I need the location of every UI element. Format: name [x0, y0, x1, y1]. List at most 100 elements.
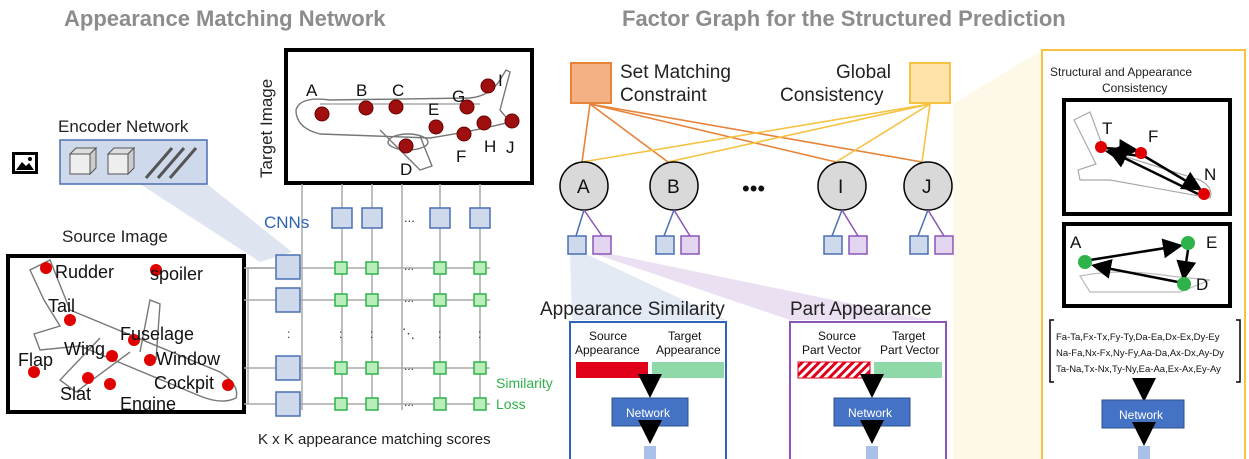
as-network-label: Network: [626, 406, 671, 420]
part-label-flap: Flap: [18, 350, 53, 370]
source-keypoints: [28, 262, 234, 391]
structural-label-e: E: [1206, 233, 1217, 252]
structural-matrix: Fa-Ta,Fx-Tx,Fy-Ty,Da-Ea,Dx-Ex,Dy-Ey Na-F…: [1049, 319, 1241, 383]
structural-title-1: Structural and Appearance: [1050, 65, 1192, 79]
fc-layer-icon: [144, 147, 198, 179]
conv-cube-1-icon: [68, 146, 98, 176]
part-label-window: Window: [156, 349, 221, 369]
keypoint-label-f: F: [456, 147, 466, 166]
part-label-spoiler: spoiler: [150, 264, 203, 284]
node-b-label: B: [667, 177, 680, 198]
target-image-label: Target Image: [257, 79, 276, 178]
keypoint-label-h: H: [484, 137, 496, 156]
part-appearance-title: Part Appearance: [790, 299, 932, 320]
encoder-projection: [140, 184, 292, 262]
similarity-loss-label-1: Similarity: [496, 375, 553, 391]
pa-output: [866, 446, 878, 459]
pa-network-label: Network: [848, 406, 893, 420]
matrix-row-3: Ta-Na,Tx-Nx,Ty-Ny,Ea-Aa,Ex-Ax,Ey-Ay: [1056, 364, 1221, 375]
appearance-similarity-title: Appearance Similarity: [540, 299, 725, 320]
set-matching-label-2: Constraint: [620, 85, 707, 106]
as-output: [644, 446, 656, 459]
encoder-label: Encoder Network: [58, 117, 189, 136]
structural-top-points: [1095, 141, 1210, 200]
source-airplane-sketch: [29, 259, 238, 402]
grid-vdots-5: :: [478, 327, 481, 341]
grid-vdots-2: :: [339, 327, 342, 341]
cnns-label: CNNs: [264, 213, 309, 232]
source-part-labels: Rudder spoiler Tail Fuselage Wing Window…: [18, 262, 221, 414]
part-projection: [595, 254, 930, 320]
matrix-row-2: Na-Fa,Nx-Fx,Ny-Fy,Aa-Da,Ax-Dx,Ay-Dy: [1056, 348, 1224, 359]
score-cells: [334, 261, 487, 411]
node-i-label: I: [838, 177, 843, 198]
grid-hdots-1: ...: [404, 259, 414, 273]
part-label-engine: Engine: [120, 394, 176, 414]
cnn-row-ellipsis: ...: [404, 210, 415, 225]
structural-label-t: T: [1102, 119, 1112, 138]
part-label-cockpit: Cockpit: [154, 373, 214, 393]
grid-ellipsis: ... ... ... ... : : : : :: [287, 259, 481, 409]
grid-vdots-3: :: [370, 327, 373, 341]
structural-mid-points: [1078, 236, 1195, 291]
keypoint-label-b: B: [356, 81, 367, 100]
structural-projection: [953, 50, 1042, 459]
keypoint-label-e: E: [428, 100, 439, 119]
keypoint-label-j: J: [506, 138, 515, 157]
grid-hdots-3: ...: [404, 359, 414, 373]
right-title: Factor Graph for the Structured Predicti…: [622, 6, 1066, 31]
conv-cube-2-icon: [106, 146, 136, 176]
as-target-bar: [652, 362, 724, 378]
pa-target-line2: Part Vector: [880, 343, 939, 357]
encoder-network: [59, 139, 208, 185]
node-a-label: A: [577, 177, 590, 198]
set-matching-label-1: Set Matching: [620, 62, 731, 83]
part-label-fuselage: Fuselage: [120, 324, 194, 344]
pa-target-line1: Target: [892, 329, 926, 343]
structural-top-arrows: [1103, 139, 1203, 196]
structural-title-2: Consistency: [1102, 81, 1167, 95]
st-output: [1138, 446, 1150, 459]
grid-vdots-1: :: [287, 327, 290, 341]
grid-diagonal-dots: ⋱: [402, 326, 415, 341]
as-source-line1: Source: [589, 329, 627, 343]
target-cnn-boxes: [331, 207, 491, 229]
st-network-label: Network: [1119, 408, 1164, 422]
node-ellipsis: •••: [742, 176, 765, 201]
score-caption: K x K appearance matching scores: [258, 431, 491, 448]
keypoint-label-g: G: [452, 87, 465, 106]
image-icon: [12, 152, 38, 174]
structural-label-d: D: [1196, 275, 1208, 294]
as-source-bar: [576, 362, 648, 378]
part-label-wing: Wing: [64, 339, 105, 359]
source-image-frame: [6, 254, 246, 414]
keypoint-label-a: A: [306, 81, 318, 100]
keypoint-label-i: I: [498, 71, 503, 90]
pa-source-line1: Source: [818, 329, 856, 343]
part-label-tail: Tail: [48, 296, 75, 316]
similarity-loss-label-2: Loss: [496, 396, 526, 412]
source-cnn-boxes: [275, 254, 301, 417]
variable-nodes: A B I J •••: [559, 161, 953, 211]
unary-factors: [567, 209, 954, 255]
matrix-row-1: Fa-Ta,Fx-Tx,Fy-Ty,Da-Ea,Dx-Ex,Dy-Ey: [1056, 332, 1220, 343]
target-keypoints: [314, 78, 520, 154]
set-matching-factor: [570, 62, 612, 104]
part-label-rudder: Rudder: [55, 262, 114, 282]
structural-label-f: F: [1148, 127, 1158, 146]
target-keypoint-labels: A B C D E F G H I J: [306, 71, 515, 179]
pa-source-line2: Part Vector: [802, 343, 861, 357]
global-consistency-factor: [909, 62, 951, 104]
node-j-label: J: [922, 177, 932, 198]
structural-label-a: A: [1070, 233, 1082, 252]
similarity-projection: [570, 254, 726, 320]
factor-edges: [581, 103, 931, 163]
left-title: Appearance Matching Network: [64, 6, 386, 31]
as-source-line2: Appearance: [575, 343, 640, 357]
source-image-label: Source Image: [62, 227, 168, 246]
grid-hdots-2: ...: [404, 291, 414, 305]
global-label-1: Global: [836, 62, 891, 83]
matching-grid: CNNs ... ... ... ... ...: [244, 184, 553, 448]
structural-label-n: N: [1204, 165, 1216, 184]
